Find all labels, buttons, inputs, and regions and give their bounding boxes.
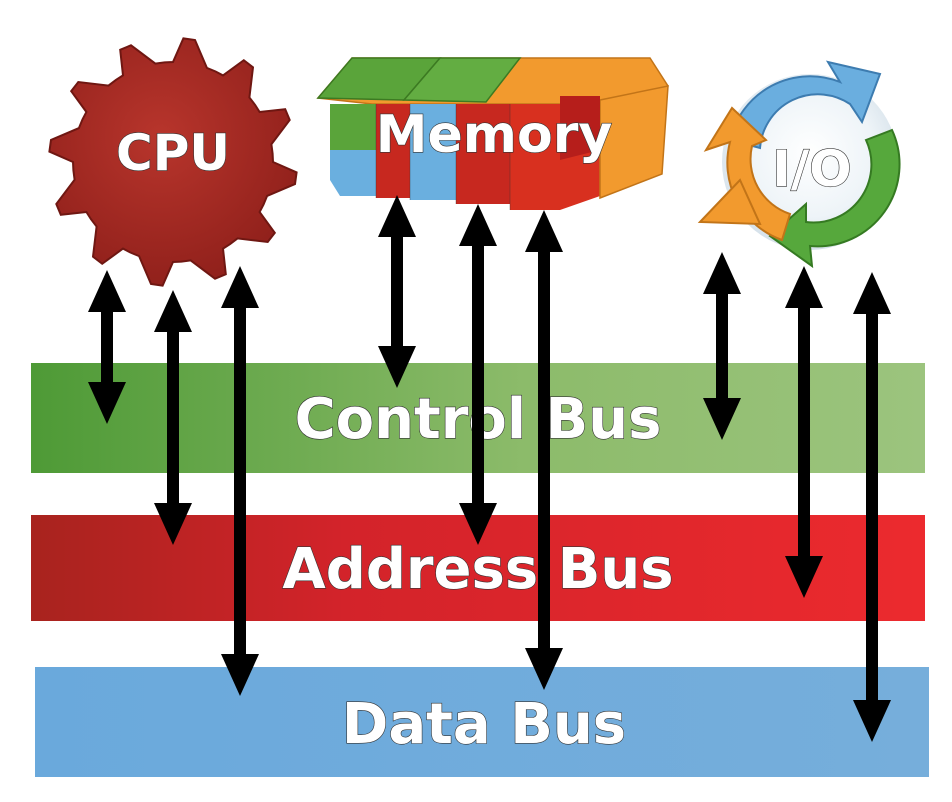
- memory-control-arrow: [378, 195, 416, 388]
- cpu-control-arrow: [88, 270, 126, 424]
- memory-address-arrow: [459, 204, 497, 545]
- io-data-arrow: [853, 272, 891, 742]
- cpu-label: CPU: [116, 124, 230, 182]
- data-bus-label: Data Bus: [342, 692, 626, 757]
- refresh-cycle-icon: [697, 60, 901, 269]
- io-label: I/O: [772, 140, 851, 198]
- gear-icon: [48, 37, 298, 287]
- memory-data-arrow: [525, 210, 563, 690]
- memory-label: Memory: [376, 105, 612, 165]
- io-control-arrow: [703, 252, 741, 440]
- io-component: I/O: [697, 60, 901, 269]
- io-address-arrow: [785, 266, 823, 598]
- cpu-data-arrow: [221, 266, 259, 696]
- address-bus-label: Address Bus: [282, 537, 673, 602]
- cpu-component: CPU: [48, 37, 298, 287]
- connector-arrows: [88, 195, 891, 742]
- data-bus: Data Bus: [35, 667, 929, 777]
- cpu-address-arrow: [154, 290, 192, 545]
- data-bus-band: [35, 667, 929, 777]
- memory-component: Memory: [316, 57, 669, 210]
- memory-module-icon: [316, 57, 669, 210]
